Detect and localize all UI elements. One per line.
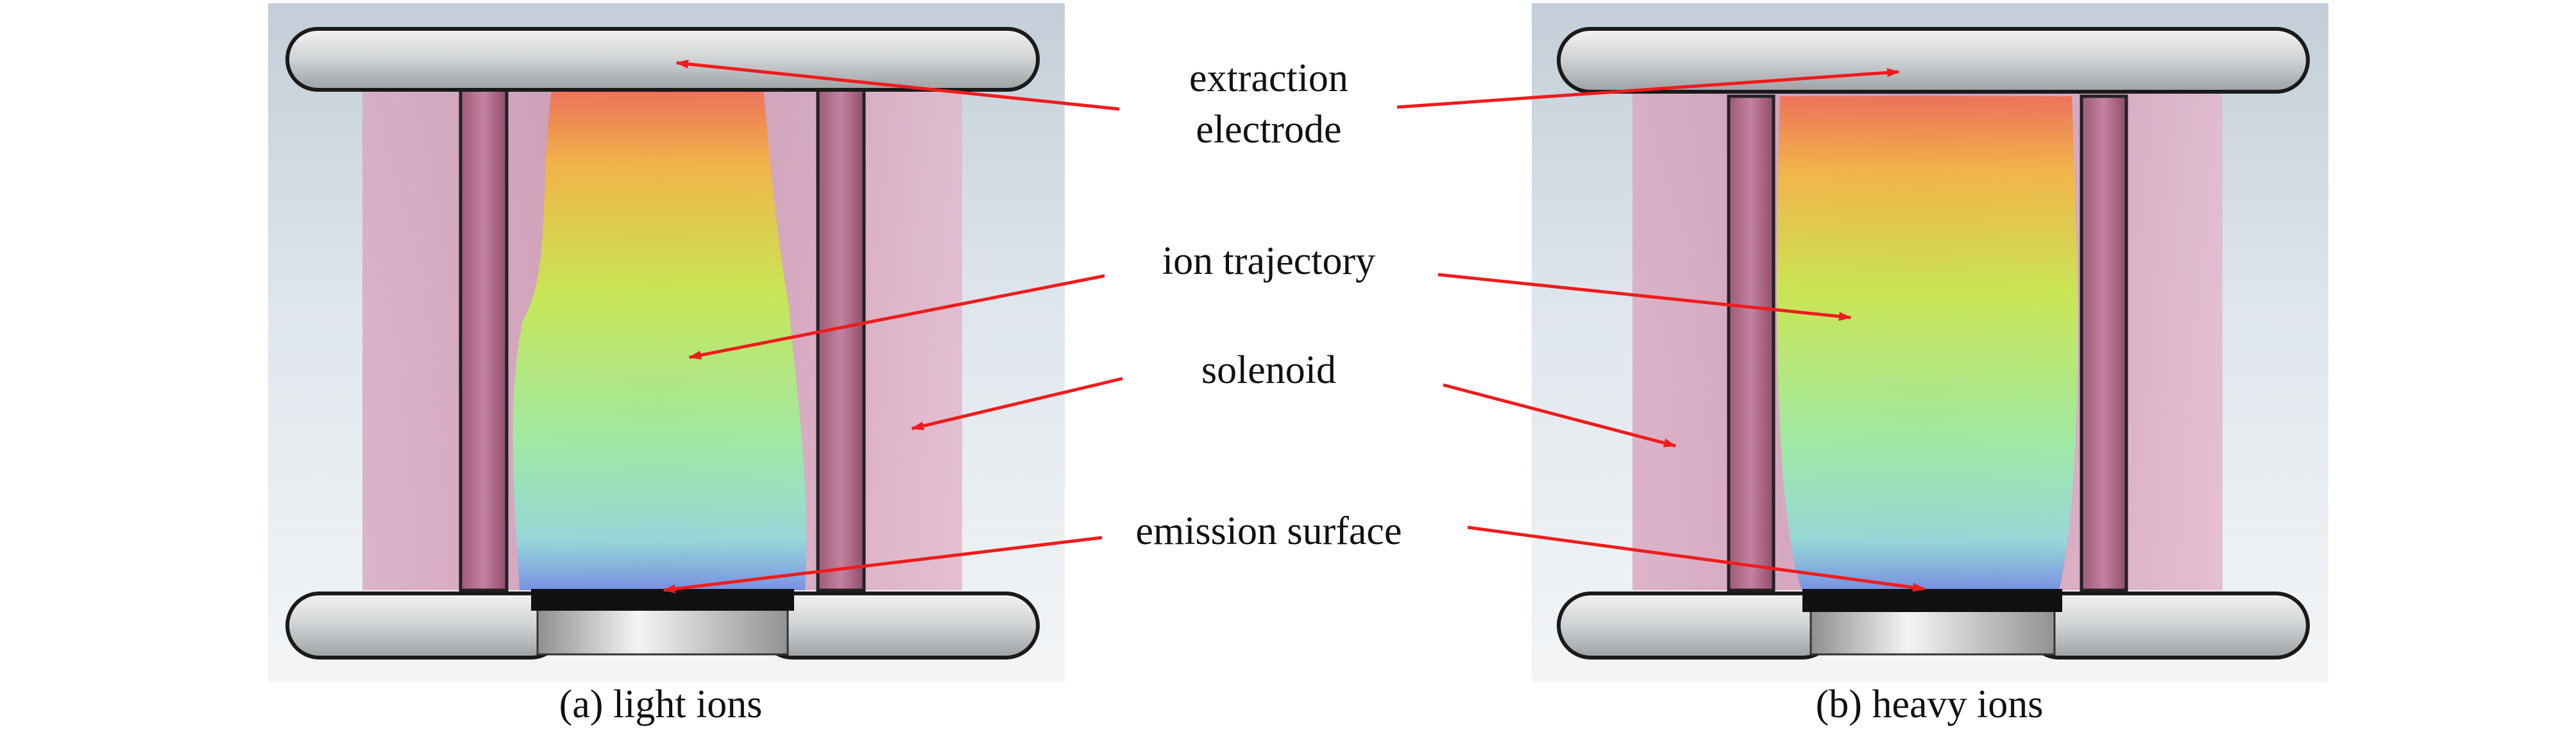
panel-a	[268, 3, 1065, 682]
caption-panel-b: (b) heavy ions	[1816, 683, 2044, 726]
arrow-solenoid-b	[1443, 383, 1677, 448]
panel-a-bottom-electrode-right	[758, 592, 1040, 660]
label-extraction-line1: extraction	[1189, 56, 1348, 100]
panel-a-solenoid-wall-right	[816, 85, 866, 592]
panel-b-ion-beam	[1777, 96, 2078, 590]
panel-b-emitter-puck	[1809, 608, 2056, 656]
arrow-solenoid-a	[911, 377, 1123, 430]
panel-b-extraction-electrode	[1557, 27, 2310, 94]
arrow-emission-b	[1467, 525, 1926, 592]
arrow-trajectory-b	[1437, 273, 1852, 321]
panel-b-bottom-electrode-right	[2025, 592, 2310, 660]
arrow-trajectory-a	[688, 274, 1105, 360]
panel-a-emission-surface	[531, 589, 794, 611]
annotation-arrows	[663, 59, 1926, 593]
panel-a-ion-beam	[513, 90, 807, 590]
label-solenoid: solenoid	[1201, 348, 1336, 392]
panel-a-emitter-puck	[536, 608, 789, 656]
panel-a-solenoid-wall-left	[459, 85, 509, 592]
panel-a-bottom-electrode-left	[285, 592, 565, 660]
arrow-emission-a	[663, 536, 1103, 593]
annotation-labels: extraction electrode ion trajectory sole…	[559, 56, 2044, 726]
panel-b	[1532, 3, 2328, 682]
panel-b-bottom-electrode-left	[1557, 592, 1836, 660]
panel-b-emission-surface	[1802, 589, 2062, 612]
label-extraction-line2: electrode	[1196, 108, 1341, 151]
arrow-extraction-b	[1396, 68, 1900, 109]
arrow-extraction-a	[675, 59, 1120, 111]
label-emission-surface: emission surface	[1136, 509, 1402, 553]
caption-panel-a: (a) light ions	[559, 683, 763, 726]
panel-b-solenoid-wall-left	[1727, 94, 1775, 592]
panel-b-solenoid-wall-right	[2080, 94, 2128, 592]
label-ion-trajectory: ion trajectory	[1162, 239, 1375, 283]
panel-a-extraction-electrode	[285, 27, 1040, 92]
